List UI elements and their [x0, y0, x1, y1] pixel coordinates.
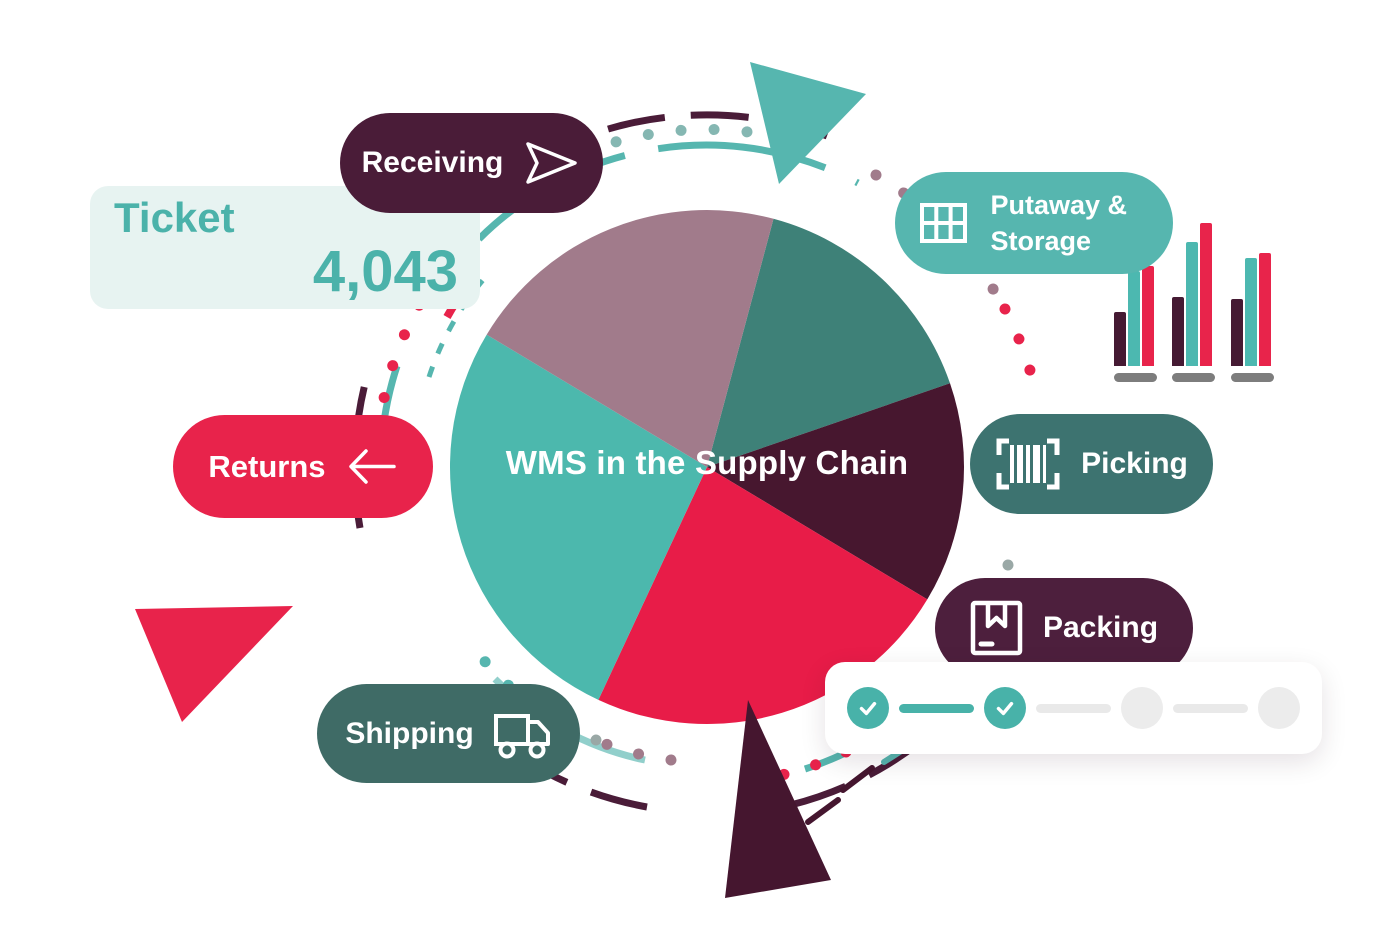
barcode-icon [996, 438, 1060, 490]
bar-red [1259, 253, 1271, 366]
arrow-bottom [725, 700, 831, 898]
pie-slice-turquoise [449, 334, 707, 700]
arrow-left-icon [348, 449, 396, 484]
pill-picking: Picking [970, 414, 1213, 514]
pie-slice-mauve [486, 210, 774, 467]
bar-baseline [1114, 373, 1157, 382]
bar-chart [1114, 222, 1284, 382]
bar-plum [1114, 312, 1126, 366]
pie-slice-dark-plum [707, 383, 965, 600]
stepper-step-4 [1258, 687, 1300, 729]
check-icon [859, 701, 877, 716]
pill-shipping: Shipping [317, 684, 580, 783]
bar-teal [1186, 242, 1198, 366]
send-icon [526, 142, 578, 184]
bar-teal [1128, 271, 1140, 366]
pill-label: Packing [1042, 611, 1159, 644]
bar-red [1142, 266, 1154, 366]
pie-slice-crimson [598, 467, 928, 724]
pie-slice-teal-green [707, 218, 950, 467]
pill-receiving: Receiving [340, 113, 603, 213]
bar-teal [1245, 258, 1257, 366]
stepper-step-3 [1121, 687, 1163, 729]
check-icon [996, 701, 1014, 716]
ticket-value: 4,043 [312, 239, 458, 304]
bar-plum [1172, 297, 1184, 366]
stepper-card [825, 662, 1322, 754]
pill-returns: Returns [173, 415, 433, 518]
pill-label: Shipping [345, 716, 474, 750]
bar-group-2 [1172, 223, 1212, 366]
ticket-label: Ticket [114, 194, 235, 241]
package-box-icon [970, 600, 1023, 655]
arrow-top-right [750, 62, 866, 184]
stepper-track [847, 687, 1300, 729]
storage-grid-icon [919, 203, 967, 243]
pie-center-title: WMS in the Supply Chain [505, 444, 909, 481]
stepper-connector [1036, 703, 1111, 713]
pill-label: Putaway & Storage [990, 189, 1128, 256]
bar-baseline [1172, 373, 1215, 382]
truck-icon [493, 713, 550, 758]
pill-putaway-storage: Putaway & Storage [895, 172, 1173, 274]
pill-label: Picking [1081, 447, 1188, 480]
bar-baseline [1231, 373, 1274, 382]
stepper-step-1 [847, 687, 889, 729]
pill-packing: Packing [935, 578, 1193, 678]
stepper-connector [899, 703, 974, 713]
arrow-left [135, 606, 293, 722]
bar-plum [1231, 299, 1243, 366]
pill-label: Receiving [361, 146, 504, 179]
bar-group-1 [1114, 266, 1154, 366]
stepper-step-2 [984, 687, 1026, 729]
stepper-connector [1173, 703, 1248, 713]
bar-group-3 [1231, 253, 1271, 366]
pill-label: Returns [208, 448, 326, 484]
bar-red [1200, 223, 1212, 366]
